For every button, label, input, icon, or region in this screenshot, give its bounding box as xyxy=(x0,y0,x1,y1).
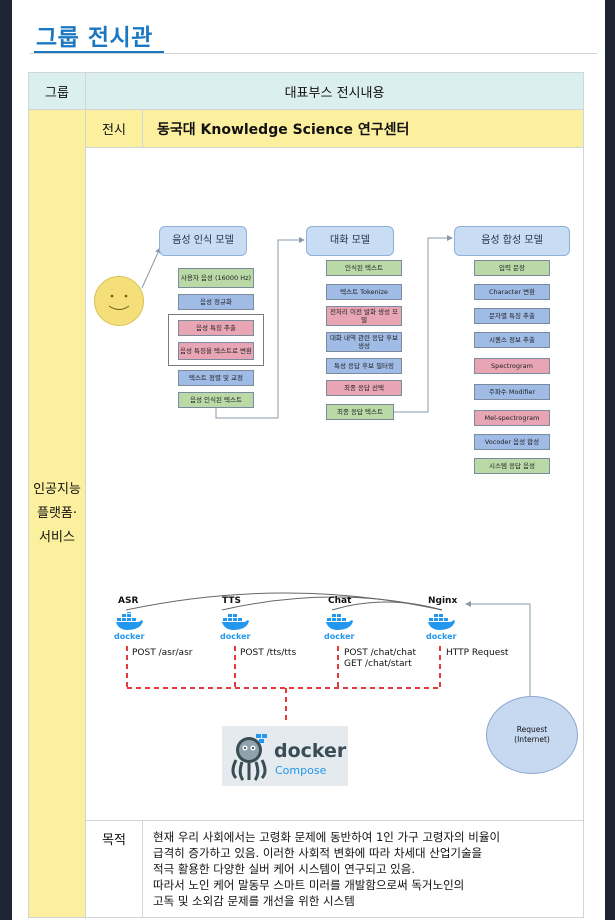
asr-feature-group xyxy=(168,314,264,366)
docker-compose-logo: docker Compose xyxy=(222,726,348,786)
chat-endpoint-line: GET /chat/start xyxy=(344,659,412,669)
asr-step: 음성 특징을 텍스트로 변환 xyxy=(178,342,254,360)
tts-step: 입력 문장 xyxy=(474,260,550,276)
smiley-face-icon xyxy=(94,276,144,326)
diagram-cell: 음성 인식 모델 사용자 음성 (16000 Hz) 음성 정규화 음성 특징 … xyxy=(85,147,584,821)
title-divider xyxy=(30,53,597,54)
exhibit-title: 동국대 Knowledge Science 연구센터 xyxy=(142,109,584,148)
dialog-step: 특성 응답 후보 필터링 xyxy=(326,358,402,374)
asr-step: 음성 인식된 텍스트 xyxy=(178,392,254,408)
header-booth: 대표부스 전시내용 xyxy=(85,72,584,110)
tts-step: 주파수 Modifier xyxy=(474,384,550,400)
dialog-step: 대화 내역 관련 응답 후보 생성 xyxy=(326,332,402,352)
dialog-step: 최종 응답 선택 xyxy=(326,380,402,396)
service-name: ASR xyxy=(118,596,139,606)
group-name: 인공지능 플랫폼· 서비스 xyxy=(28,109,86,918)
docker-wordmark: docker xyxy=(220,632,251,641)
tts-step: Mel-spectrogram xyxy=(474,410,550,426)
system-diagram: 음성 인식 모델 사용자 음성 (16000 Hz) 음성 정규화 음성 특징 … xyxy=(86,148,582,820)
asr-step: 음성 특징 추출 xyxy=(178,320,254,336)
tts-model-title: 음성 합성 모델 xyxy=(454,226,570,256)
dialog-step: 텍스트 Tokenize xyxy=(326,284,402,300)
tts-step: Vocoder 음성 합성 xyxy=(474,434,550,450)
asr-model-title: 음성 인식 모델 xyxy=(159,226,247,256)
tts-endpoint: POST /tts/tts xyxy=(240,648,297,658)
dialog-step: 최종 응답 텍스트 xyxy=(326,404,394,420)
dialog-step: 전처리 이전 발화 생성 모델 xyxy=(326,306,402,326)
page-title: 그룹 전시관 xyxy=(36,25,153,51)
purpose-line: 적극 활용한 다양한 실버 케어 시스템이 연구되고 있음. xyxy=(153,862,416,876)
docker-wordmark: docker xyxy=(426,632,457,641)
tts-step: 시퀀스 정보 추출 xyxy=(474,332,550,348)
exhibit-label: 전시 xyxy=(85,109,143,148)
diagram-connectors xyxy=(125,235,531,724)
service-name: Nginx xyxy=(428,596,458,606)
docker-wordmark: docker xyxy=(324,632,355,641)
asr-endpoint: POST /asr/asr xyxy=(132,648,193,658)
purpose-line: 현재 우리 사회에서는 고령화 문제에 동반하여 1인 가구 고령자의 비율이 xyxy=(153,830,501,844)
group-name-line: 서비스 xyxy=(39,529,75,545)
group-name-line: 인공지능 xyxy=(33,481,81,497)
chat-endpoint-line: POST /chat/chat xyxy=(344,648,417,658)
chat-endpoint: POST /chat/chat GET /chat/start xyxy=(344,648,416,670)
page: 그룹 전시관 그룹 대표부스 전시내용 인공지능 플랫폼· 서비스 전시 동국대… xyxy=(12,0,605,920)
request-internet-node: Request (Internet) xyxy=(486,696,578,774)
request-line: (Internet) xyxy=(514,735,550,744)
exhibit-table: 그룹 대표부스 전시내용 인공지능 플랫폼· 서비스 전시 동국대 Knowle… xyxy=(28,72,584,918)
dialog-model-title: 대화 모델 xyxy=(306,226,394,256)
tts-step: 시스템 응답 음성 xyxy=(474,458,550,474)
compose-octopus-icon xyxy=(231,734,267,781)
header-group: 그룹 xyxy=(28,72,86,110)
title-underline xyxy=(34,51,164,54)
docker-whale-icon xyxy=(326,614,353,630)
compose-subtitle: Compose xyxy=(275,764,327,777)
docker-whale-icon xyxy=(428,614,455,630)
purpose-line: 따라서 노인 케어 말동무 스마트 미러를 개발함으로써 독거노인의 xyxy=(153,878,465,892)
purpose-label: 목적 xyxy=(85,820,143,918)
purpose-line: 급격히 증가하고 있음. 이러한 사회적 변화에 따라 차세대 산업기술을 xyxy=(153,846,483,860)
service-name: Chat xyxy=(328,596,352,606)
purpose-line: 고독 및 소외감 문제를 개선을 위한 시스템 xyxy=(153,894,355,908)
nginx-endpoint: HTTP Request xyxy=(446,648,509,658)
asr-step: 음성 정규화 xyxy=(178,294,254,310)
tts-step: Character 변환 xyxy=(474,284,550,300)
asr-step: 텍스트 정렬 및 교정 xyxy=(178,370,254,386)
service-name: TTS xyxy=(222,596,241,606)
docker-whale-icon xyxy=(222,614,249,630)
tts-step: 문자별 특징 추출 xyxy=(474,308,550,324)
dialog-step: 인식된 텍스트 xyxy=(326,260,402,276)
docker-wordmark: docker xyxy=(114,632,145,641)
tts-step: Spectrogram xyxy=(474,358,550,374)
docker-whale-icon xyxy=(116,612,143,630)
group-name-line: 플랫폼· xyxy=(36,505,77,521)
compose-wordmark: docker xyxy=(274,740,347,762)
request-line: Request xyxy=(516,725,548,734)
purpose-text: 현재 우리 사회에서는 고령화 문제에 동반하여 1인 가구 고령자의 비율이 … xyxy=(142,820,584,918)
asr-step: 사용자 음성 (16000 Hz) xyxy=(178,268,254,288)
